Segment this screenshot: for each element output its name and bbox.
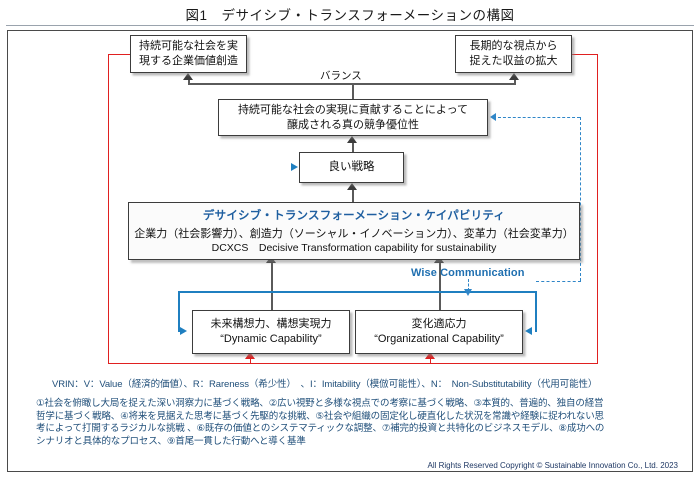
numbered-footnote-line-4: シナリオと具体的なプロセス、⑨首尾一貫した行動へと導く基準 — [36, 435, 306, 447]
balance-bar — [188, 83, 516, 85]
dynamic-to-capability-line — [271, 262, 273, 310]
capability-subtitle-en: DCXCS Decisive Transformation capability… — [211, 242, 497, 255]
dashed-feedback-lower-horizontal — [536, 281, 581, 282]
organizational-to-capability-line — [439, 262, 441, 310]
arrow-to-true-advantage — [347, 136, 357, 143]
arrow-to-good-strategy — [347, 183, 357, 190]
box-dynamic-line2: “Dynamic Capability” — [220, 333, 322, 345]
red-loop-bottom-horizontal — [108, 363, 598, 365]
box-profit-growth-line1: 長期的な視点から — [469, 40, 558, 53]
red-riser-dynamic — [250, 358, 252, 364]
red-loop-top-right-horizontal — [571, 54, 598, 56]
box-organizational-line2: “Organizational Capability” — [374, 333, 504, 345]
box-good-strategy-label: 良い戦略 — [328, 160, 375, 173]
wise-comm-top-horizontal — [178, 291, 536, 293]
box-decisive-transformation-capability[interactable]: デサイシブ・トランスフォーメーション・ケイパビリティ 企業力（社会影響力）、創造… — [128, 202, 580, 260]
box-organizational-line1: 変化適応力 — [411, 318, 467, 331]
wise-comm-label-connector — [468, 279, 469, 291]
red-arrow-dynamic — [245, 352, 255, 359]
arrow-into-good-strategy-left — [291, 163, 298, 171]
balance-stem — [352, 84, 354, 99]
dashed-feedback-horizontal — [498, 117, 580, 118]
red-loop-left-vertical — [108, 54, 110, 364]
numbered-footnote-line-2: 哲学に基づく戦略、④将来を見据えた思考に基づく先駆的な挑戦、⑤社会や組織の固定化… — [36, 410, 604, 422]
balance-left-branch — [188, 79, 190, 84]
box-dynamic-capability[interactable]: 未来構想力、構想実現力 “Dynamic Capability” — [192, 310, 350, 354]
diagram-outer-frame — [7, 30, 693, 472]
strategy-to-advantage-line — [352, 143, 354, 153]
box-true-advantage-line1: 持続可能な社会の実現に貢献することによって — [237, 103, 469, 116]
arrow-into-dynamic-box — [180, 327, 187, 335]
box-true-competitive-advantage[interactable]: 持続可能な社会の実現に貢献することによって 醸成される真の競争優位性 — [218, 99, 488, 136]
box-profit-growth-line2: 捉えた収益の拡大 — [469, 55, 558, 67]
box-value-creation-line1: 持続可能な社会を実 — [139, 40, 238, 53]
red-riser-organizational — [430, 358, 432, 364]
arrow-to-value-creation — [183, 73, 193, 80]
title-divider — [6, 25, 694, 26]
copyright-notice: All Rights Reserved Copyright © Sustaina… — [427, 461, 678, 470]
box-value-creation-line2: 現する企業価値創造 — [139, 55, 238, 67]
balance-label: バランス — [317, 68, 365, 83]
wise-comm-left-vertical — [178, 291, 180, 332]
red-arrow-organizational — [425, 352, 435, 359]
box-long-term-profit-growth[interactable]: 長期的な視点から 捉えた収益の拡大 — [455, 35, 572, 73]
box-sustainable-value-creation[interactable]: 持続可能な社会を実 現する企業価値創造 — [130, 35, 247, 73]
box-organizational-capability[interactable]: 変化適応力 “Organizational Capability” — [355, 310, 523, 354]
dashed-feedback-vertical — [580, 117, 581, 281]
wise-comm-right-vertical — [535, 291, 537, 332]
capability-subtitle-ja: 企業力（社会影響力）、創造力（ソーシャル・イノベーション力）、変革力（社会変革力… — [134, 227, 574, 240]
balance-right-branch — [514, 79, 516, 84]
wise-communication-label: Wise Communication — [411, 267, 525, 279]
red-loop-right-vertical — [597, 54, 599, 364]
arrow-to-profit-growth — [509, 73, 519, 80]
red-loop-top-left-horizontal — [108, 54, 131, 56]
numbered-footnote-line-3: 考によって打開するラジカルな挑戦 、⑥既存の価値とのシステマティックな調整、⑦補… — [36, 423, 605, 435]
numbered-footnote: ①社会を俯瞰し大局を捉えた深い洞察力に基づく戦略、②広い視野と多様な視点での考察… — [36, 398, 674, 448]
capability-to-strategy-line — [352, 190, 354, 203]
figure-title: 図1 デサイシブ・トランスフォーメーションの構図 — [185, 8, 515, 23]
arrow-into-organizational-box — [525, 327, 532, 335]
arrow-wise-comm-down — [464, 289, 472, 296]
vrin-footnote: VRIN：V：Value（経済的価値）、R：Rareness（希少性） 、I：I… — [52, 379, 598, 390]
box-true-advantage-line2: 醸成される真の競争優位性 — [287, 118, 419, 131]
box-good-strategy[interactable]: 良い戦略 — [299, 152, 404, 183]
numbered-footnote-line-1: ①社会を俯瞰し大局を捉えた深い洞察力に基づく戦略、②広い視野と多様な視点での考察… — [36, 398, 604, 409]
arrow-dashed-into-true-advantage — [490, 113, 496, 121]
box-dynamic-line1: 未来構想力、構想実現力 — [210, 318, 332, 331]
capability-title: デサイシブ・トランスフォーメーション・ケイパビリティ — [202, 209, 506, 222]
